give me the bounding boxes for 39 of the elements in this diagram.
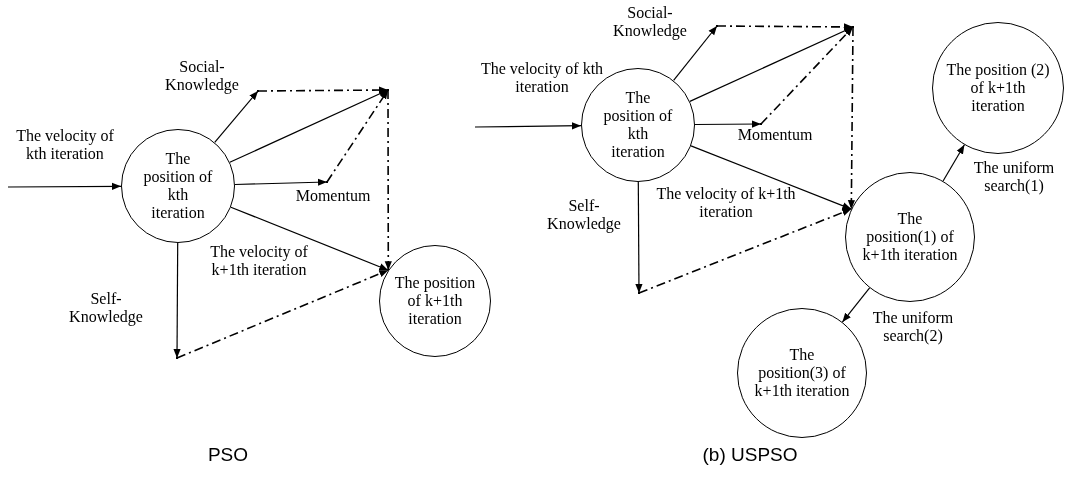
- position-circle: The position(3) of k+1th iteration: [737, 308, 867, 438]
- arrow: [690, 145, 852, 210]
- edge-label: Social-Knowledge: [164, 58, 240, 95]
- dashed-arrow: [716, 23, 854, 31]
- edge-label: Self-Knowledge: [68, 290, 144, 327]
- position-circle: The position of kth iteration: [121, 129, 235, 243]
- arrow: [694, 120, 762, 128]
- caption: PSO: [206, 444, 250, 466]
- arrow: [673, 25, 718, 81]
- arrow: [230, 206, 389, 271]
- dashed-arrow: [326, 89, 389, 183]
- arrow: [234, 178, 328, 186]
- edge-label: The velocity of k+1th iteration: [656, 185, 796, 222]
- dashed-arrow: [760, 26, 854, 125]
- arrow: [173, 242, 181, 359]
- arrow: [229, 89, 389, 163]
- edge-label: Self-Knowledge: [546, 197, 622, 234]
- dashed-arrow: [257, 86, 389, 94]
- edge-label: The velocity of k+1th iteration: [209, 243, 309, 280]
- arrow: [942, 144, 965, 182]
- caption: (b) USPSO: [701, 444, 799, 466]
- dashed-arrow: [384, 89, 392, 271]
- arrow: [474, 122, 582, 130]
- arrow: [7, 182, 122, 190]
- dashed-arrow: [176, 269, 390, 359]
- edge-label: The velocity of kth iteration: [15, 127, 115, 164]
- dashed-arrow: [847, 26, 855, 210]
- edge-label: The uniform search(2): [871, 309, 955, 346]
- position-circle: The position (2) of k+1th iteration: [932, 22, 1064, 154]
- edge-label: Momentum: [736, 126, 814, 145]
- arrow: [841, 287, 871, 323]
- edge-label: Momentum: [294, 187, 372, 206]
- position-circle: The position of k+1th iteration: [379, 245, 491, 357]
- dashed-arrow: [638, 208, 853, 294]
- position-circle: The position(1) of k+1th iteration: [845, 172, 975, 302]
- edge-label: Social-Knowledge: [612, 4, 688, 41]
- arrow: [635, 181, 643, 294]
- edge-label: The uniform search(1): [972, 159, 1056, 196]
- arrow: [214, 90, 259, 143]
